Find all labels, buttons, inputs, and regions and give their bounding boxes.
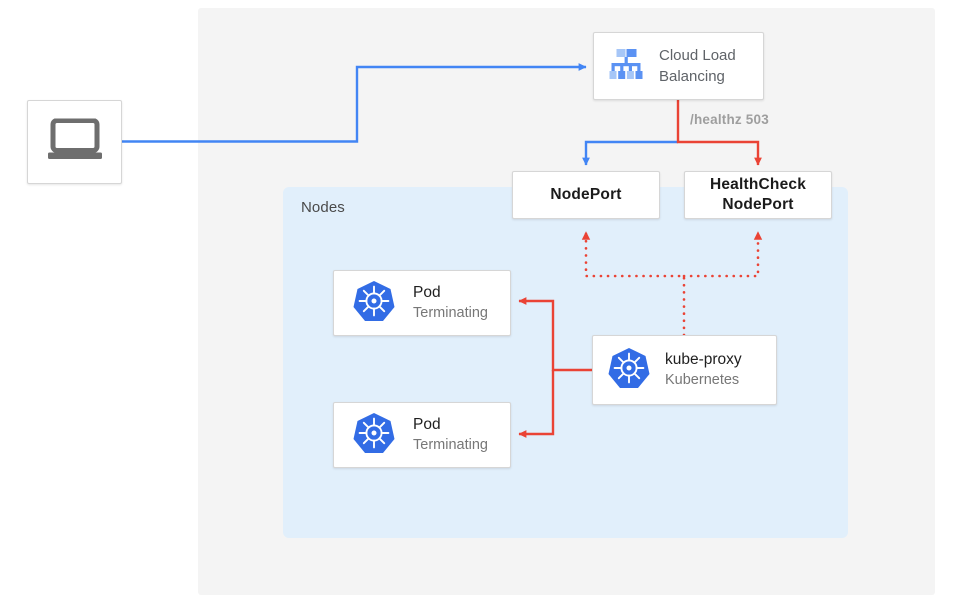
pod-2-title: Pod	[413, 416, 441, 433]
healthz-edge-label: /healthz 503	[690, 112, 769, 127]
cloud-load-balancing-node: Cloud Load Balancing	[593, 32, 764, 100]
pod-2-text: Pod Terminating	[413, 415, 488, 455]
cloud-load-balancing-icon	[606, 44, 646, 89]
nodes-region-label: Nodes	[301, 199, 345, 216]
laptop-icon	[46, 118, 104, 166]
kubernetes-icon	[607, 346, 651, 395]
client-node	[27, 100, 122, 184]
kube-proxy-title: kube-proxy	[665, 351, 742, 368]
pod-node-2: Pod Terminating	[333, 402, 511, 468]
pod-2-status: Terminating	[413, 437, 488, 453]
kube-proxy-text: kube-proxy Kubernetes	[665, 350, 742, 390]
pod-1-status: Terminating	[413, 305, 488, 321]
healthcheck-nodeport-label-line2: NodePort	[722, 196, 794, 213]
kubernetes-icon	[352, 279, 396, 328]
kube-proxy-node: kube-proxy Kubernetes	[592, 335, 777, 405]
kubernetes-icon	[352, 411, 396, 460]
cloud-load-balancing-title-line1: Cloud Load	[659, 47, 736, 64]
cloud-load-balancing-title-line2: Balancing	[659, 68, 725, 85]
healthcheck-nodeport-label: HealthCheck NodePort	[710, 175, 806, 215]
nodeport-label: NodePort	[550, 186, 622, 203]
healthcheck-nodeport-node: HealthCheck NodePort	[684, 171, 832, 219]
nodeport-node: NodePort	[512, 171, 660, 219]
pod-node-1: Pod Terminating	[333, 270, 511, 336]
cloud-load-balancing-label: Cloud Load Balancing	[659, 45, 736, 87]
pod-1-text: Pod Terminating	[413, 283, 488, 323]
healthcheck-nodeport-label-line1: HealthCheck	[709, 176, 807, 193]
pod-1-title: Pod	[413, 284, 441, 301]
kube-proxy-subtitle: Kubernetes	[665, 372, 740, 388]
